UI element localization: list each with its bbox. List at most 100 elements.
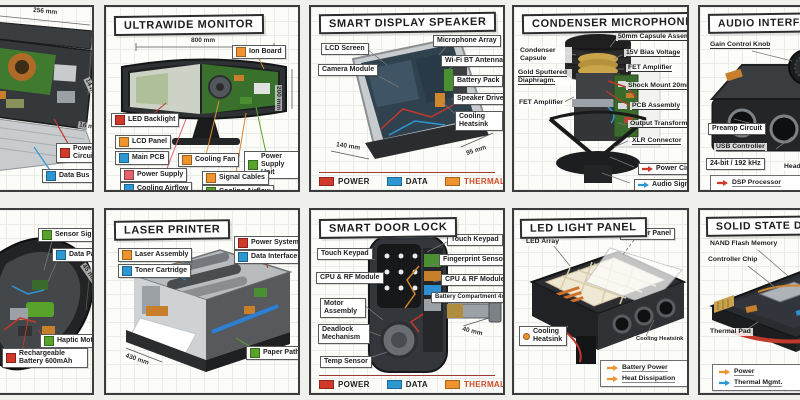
label-text: Fingerprint Sensor [443,256,505,263]
label-battery-pack: Battery Pack [453,75,503,88]
label-preamp-circuit: Preamp Circuit [708,123,766,136]
label-cooling-heatsink-right: Cooling Heatsink [634,336,686,343]
label-text: Data Interface [251,252,298,260]
tag-swatch [206,173,216,183]
legend-text: Thermal [463,380,505,389]
tag-swatch [46,171,56,181]
legend: Power Data Thermal Sensors [319,172,503,186]
label-signal-cables: Signal Cables [202,171,269,185]
panel-title: LED LIGHT PANEL [519,217,647,239]
label-data-interface: Data Interface [234,250,298,264]
label-lcd-screen: LCD Screen [321,43,369,56]
arrow-icon [607,365,618,371]
legend-text: Thermal [463,177,505,186]
label-text: 24-bit / 192 kHz [710,160,761,167]
label-text: Camera Module [322,66,375,73]
panel-led-light-panel: LED LIGHT PANEL LED Array Diffuser Panel… [512,208,689,395]
legend-text: Data [405,380,428,389]
arrow-icon [719,380,730,386]
label-text: Temp Sensor [324,358,368,365]
label-text: 15V Bias Voltage [626,49,681,57]
panel-title: SMART DOOR LOCK [318,217,458,239]
legend-swatch [319,177,334,186]
label-text: Output Transformer [630,120,687,128]
legend-swatch [444,380,460,389]
label-text: CPU & RF Module [320,274,380,281]
label-text: Power System [251,238,299,246]
panel-solid-state-drive: SOLID STATE DRIVE NAND Flash Memory Cont… [698,208,800,395]
label-text: Cooling Fan [195,155,236,163]
legend-swatch [444,177,460,186]
label-text: PCB Assembly [632,102,681,110]
label-fet-amplifier-left: FET Amplifier [517,99,565,107]
label-headphone: Headphone [782,163,800,171]
legend-text: Power [734,368,755,376]
legend-text: Heat Dissipation [622,375,676,383]
label-thermal-pad: Thermal Pad [708,328,753,336]
label-microphone-array: Microphone Array [433,35,501,48]
label-text: Touch Keypad [321,250,369,257]
legend-item-thermal-mgmt: Thermal Mgmt. [719,379,797,387]
label-text: Cooling Heatsink [636,336,684,342]
label-text: Audio Signal. [652,181,689,188]
label-text: Power Circuit. [656,165,689,172]
legend-item-thermal: Thermal [444,177,505,186]
tag-swatch [124,170,134,180]
label-text: Cooling Airflow [219,187,271,192]
panel-title: AUDIO INTERFACE [707,12,800,34]
label-text: Wi-Fi BT Antennas [445,57,505,64]
label-fet-amplifier-right: FET Amplifier [626,64,674,72]
label-text: FET Amplifier [628,64,672,72]
label-bias-voltage: 15V Bias Voltage [624,49,683,57]
label-touch-keypad-left: Touch Keypad [317,248,373,261]
panel-title: ULTRAWIDE MONITOR [113,13,264,37]
tag-swatch [206,187,216,190]
label-temp-sensor: Temp Sensor [320,356,372,369]
label-bit-depth: 24-bit / 192 kHz [706,158,765,171]
label-speaker-driver: Speaker Driver [453,93,503,106]
label-text: Motor Assembly [324,300,358,316]
tag-swatch [238,238,248,248]
legend-item-data: Data [386,177,428,186]
label-text: Toner Cartridge [135,266,187,274]
legend-item-power: Power [719,368,797,376]
label-motor-assembly: Motor Assembly [320,298,366,319]
label-power-circuitry: Power Circuitry [56,143,92,164]
label-data-path: Data Path [52,248,92,262]
panel-title: SOLID STATE DRIVE [705,215,800,237]
arrow-icon [717,180,728,186]
label-audio-signal: Audio Signal. [634,179,689,190]
label-gold-sputtered-diaphragm: Gold Sputtered Diaphragm. [516,69,572,85]
tag-swatch [238,252,248,262]
arrow-icon [638,182,649,189]
label-cpu-rf-left: CPU & RF Module [316,272,384,285]
legend-item-power: Power [319,177,370,186]
tag-swatch [236,47,246,57]
label-text: Deadlock Mechanism [322,326,361,342]
laptop-illustration [0,15,92,174]
legend-item-thermal: Thermal [444,380,505,389]
legend: Power Data Tran Thermal Mgmt. Thermal M [712,364,800,391]
label-cpu-rf-right: CPU & RF Module [441,274,503,287]
label-text: XLR Connector [632,137,682,145]
label-output-transformer: Output Transformer [628,120,687,128]
label-text: Cooling Airflow [137,184,189,192]
legend-text: Power [338,177,370,186]
legend-item-power: Power [319,380,370,389]
label-paper-path: Paper Path [246,346,298,360]
legend-swatch [386,380,402,389]
tag-swatch [182,155,192,165]
label-text: Battery Pack [457,77,500,84]
legend-item-battery-power: Battery Power [607,364,687,372]
label-ion-board: Ion Board [232,45,286,59]
dimension-height: 200 mm [275,85,282,112]
panel-audio-interface: AUDIO INTERFACE Gain Control Knob Preamp… [698,5,800,192]
label-text: Battery Compartment 4x AA [435,294,505,300]
arrow-icon [607,376,618,382]
label-text: Ion Board [249,47,282,55]
label-deadlock-mechanism: Deadlock Mechanism [318,324,370,345]
tag-swatch [250,348,260,358]
panel-mouse: Sensor Signal Data Path Haptic Motor Rec… [0,208,94,395]
panel-ultrawide-monitor: ULTRAWIDE MONITOR 800 mm 200 mm Ion Boar… [104,5,300,192]
panel-title: SMART DISPLAY SPEAKER [318,11,497,35]
